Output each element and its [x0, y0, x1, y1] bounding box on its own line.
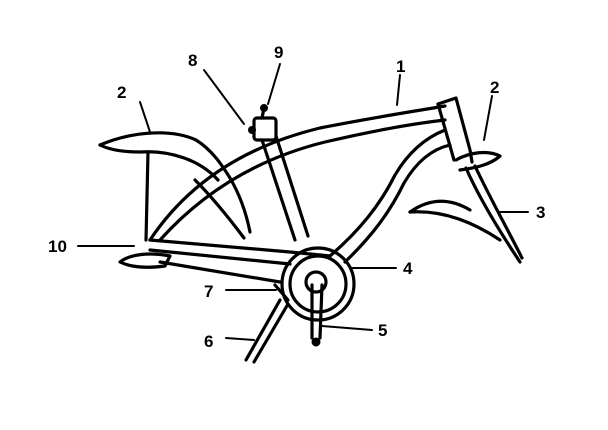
leader-lines: [77, 63, 529, 341]
callout-2-front: 2: [490, 78, 499, 97]
main-frame-down-tube: [328, 128, 452, 264]
inner-curved-stay: [193, 178, 246, 240]
kickstand-bracket: [273, 283, 290, 302]
callout-4: 4: [403, 259, 413, 278]
callout-7: 7: [204, 282, 213, 301]
crank-arm: [310, 283, 324, 347]
callout-labels: 1 2 2 3 4 5 6 7 8 9 10: [48, 43, 545, 351]
callout-2-rear: 2: [117, 83, 126, 102]
seat-clamp: [248, 116, 278, 142]
callout-1: 1: [396, 57, 405, 76]
callout-3: 3: [536, 203, 545, 222]
seat-post-bolt: [260, 104, 268, 120]
main-frame-top-tube: [148, 104, 447, 242]
kickstand: [244, 298, 290, 364]
lower-bar: [158, 260, 282, 284]
front-fork: [408, 164, 524, 264]
callout-6: 6: [204, 332, 213, 351]
callout-8: 8: [188, 51, 197, 70]
rear-fender: [98, 131, 252, 234]
callout-9: 9: [274, 43, 283, 62]
seat-tube: [260, 134, 310, 242]
callout-5: 5: [378, 321, 387, 340]
front-fender: [454, 150, 502, 172]
seat-stay: [144, 150, 150, 242]
rear-dropout: [118, 252, 172, 269]
callout-10: 10: [48, 237, 67, 256]
head-tube: [436, 96, 474, 164]
crank-housing: [280, 246, 356, 322]
